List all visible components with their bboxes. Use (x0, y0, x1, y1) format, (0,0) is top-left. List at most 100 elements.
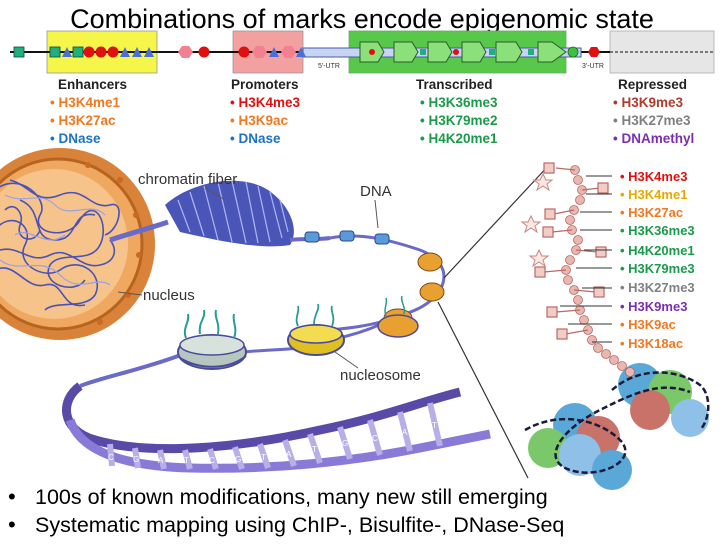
base-letter: C (372, 434, 378, 443)
mark-columns: Enhancers • H3K4me1 • H3K27ac • DNase Pr… (50, 77, 694, 146)
column-heading-transcribed: Transcribed (416, 77, 493, 92)
label-nucleus: nucleus (143, 287, 195, 304)
nucleosome-bead (374, 233, 390, 245)
double-helix: C G A T C G T A T G C A T (62, 382, 491, 473)
bullet-marker: • (8, 484, 16, 509)
bullet-item: Systematic mapping using ChIP-, Bisulfit… (35, 513, 564, 537)
nucleosome-large (287, 303, 345, 356)
base-letter: A (158, 456, 164, 465)
label-nucleosome: nucleosome (340, 367, 421, 384)
column-mark: • H3K36me3 (420, 95, 498, 110)
star-mark-icon (520, 172, 554, 268)
mark-square (72, 46, 84, 58)
mark-square-small (528, 49, 534, 55)
tail-mark-label: • H3K27ac (620, 205, 683, 220)
tail-mark-label: • H3K9me3 (620, 299, 687, 314)
utr3-label: 3'-UTR (582, 63, 604, 70)
nucleosome-large (377, 295, 419, 338)
gene-exon (427, 41, 453, 63)
chromatin-tangle-light (0, 194, 111, 286)
tail-mark-label: • H3K4me3 (620, 169, 687, 184)
nucleosome-large (177, 309, 247, 370)
mark-circle-green (567, 46, 579, 58)
leader-line (334, 351, 359, 369)
helix-letters: C G A T C G T A T G C A T (108, 421, 437, 465)
mark-square (13, 46, 25, 58)
utr5-label: 5'-UTR (318, 63, 340, 70)
nucleosome-bead-large (419, 282, 445, 302)
column-mark: • H3K9ac (230, 113, 289, 128)
dna-wrap (611, 371, 710, 431)
mark-circle (83, 46, 95, 58)
label-dna: DNA (360, 183, 392, 200)
fiber-body (165, 180, 294, 247)
column-mark: • H3K27ac (50, 113, 116, 128)
tail-mark-label: • H3K9ac (620, 317, 676, 332)
mark-hexagon (178, 46, 193, 58)
mark-circle (238, 46, 250, 58)
tail-mark-label: • H3K79me3 (620, 261, 695, 276)
tail-mark-label: • H3K27me3 (620, 280, 695, 295)
base-letter: C (209, 456, 215, 465)
mark-triangle (120, 47, 130, 57)
slide-title: Combinations of marks encode epigenomic … (70, 4, 654, 34)
base-letter: G (133, 455, 139, 464)
nucleosome-chain (79, 295, 419, 388)
histone-octamer (528, 363, 709, 490)
nucleosome-bead (339, 230, 355, 242)
histone-tail-zoom (520, 162, 710, 490)
tail-mark-label: • H3K36me3 (620, 223, 695, 238)
tail-mark-label: • H3K18ac (620, 336, 683, 351)
chromatin-fiber (109, 180, 331, 247)
mark-circle-small (453, 49, 459, 55)
nucleus-illustration (0, 148, 155, 340)
mark-triangle (269, 47, 279, 57)
dna-wrap (524, 386, 691, 474)
zoom-connector (437, 301, 529, 479)
mark-hexagon (252, 46, 267, 58)
tail-mark-label: • H4K20me1 (620, 243, 695, 258)
helix-rungs (107, 402, 443, 470)
mark-triangle (296, 47, 306, 57)
gene-exon (393, 41, 419, 63)
nucleus-pores (85, 162, 142, 325)
bullet-marker: • (8, 512, 16, 537)
label-chromatin-fiber: chromatin fiber (138, 171, 237, 188)
diagram-labels: chromatin fiber DNA nucleus nucleosome (117, 171, 421, 384)
nucleosome-bead-large (417, 252, 443, 272)
tail-mark-labels: • H3K4me3 • H3K4me1 • H3K27ac • H3K36me3… (620, 169, 695, 351)
column-heading-promoters: Promoters (231, 77, 299, 92)
fiber-link (109, 219, 169, 243)
column-mark: • H3K4me1 (50, 95, 121, 110)
zoom-connector (443, 163, 551, 279)
gene-exon (461, 41, 487, 63)
column-mark: • H3K79me2 (420, 113, 498, 128)
column-mark: • H3K9me3 (613, 95, 684, 110)
mark-hexagon (588, 47, 600, 57)
mark-circle-small (369, 49, 375, 55)
base-letter: C (108, 453, 114, 462)
mark-square-small (489, 49, 495, 55)
mark-square (49, 46, 61, 58)
mark-triangle (144, 47, 154, 57)
base-letter: T (184, 456, 189, 465)
base-letter: T (312, 445, 317, 454)
fiber-coils (177, 180, 289, 244)
base-letter: A (402, 428, 408, 437)
dna-to-helix (79, 354, 179, 388)
beads-on-string (304, 230, 446, 332)
bullet-item: 100s of known modifications, many new st… (35, 485, 548, 509)
bullet-list: • 100s of known modifications, many new … (8, 484, 564, 537)
mark-circle (198, 46, 210, 58)
mark-hexagon (281, 46, 296, 58)
tail-mark-label: • H3K4me1 (620, 187, 687, 202)
base-letter: T (432, 421, 437, 430)
histone-tail-beads (561, 165, 635, 377)
column-mark: • DNase (230, 131, 281, 146)
leader-line (374, 199, 379, 229)
mark-circle (107, 46, 119, 58)
leader-line (117, 291, 143, 296)
base-letter: G (235, 455, 241, 464)
